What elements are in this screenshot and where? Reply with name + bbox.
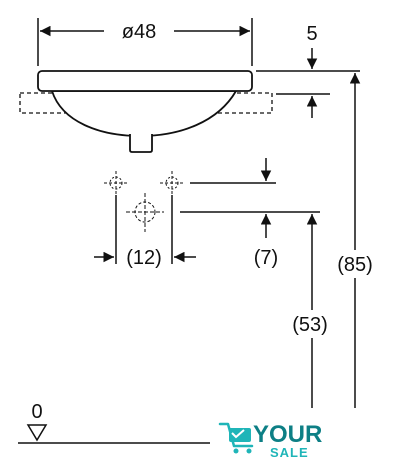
tap-offset-label: (7) <box>254 247 278 269</box>
total-height-label: (85) <box>337 254 373 276</box>
tap-holes <box>104 171 184 232</box>
tap-hole-right-icon <box>160 171 184 195</box>
tap-hole-left-icon <box>104 171 128 195</box>
diameter-label: ø48 <box>122 21 156 43</box>
tap-spacing-dimension <box>94 195 196 264</box>
floor-level-label: 0 <box>31 401 42 423</box>
main-tap-hole-icon <box>126 193 164 232</box>
tap-spacing-label: (12) <box>126 247 162 269</box>
diameter-dimension <box>37 18 253 66</box>
floor-reference <box>18 424 210 444</box>
logo-word: YOUR <box>253 421 322 448</box>
your-sale-logo: YOUR SALE <box>218 421 322 460</box>
outlet-height-label: (53) <box>292 314 328 336</box>
shopping-cart-icon <box>218 422 254 454</box>
rim-thickness-dimension <box>256 48 360 118</box>
logo-sub: SALE <box>270 445 309 460</box>
rim-thickness-label: 5 <box>306 23 317 45</box>
level-triangle-icon <box>26 424 48 442</box>
tap-offset-dimension <box>180 158 320 238</box>
basin-body <box>37 70 253 153</box>
